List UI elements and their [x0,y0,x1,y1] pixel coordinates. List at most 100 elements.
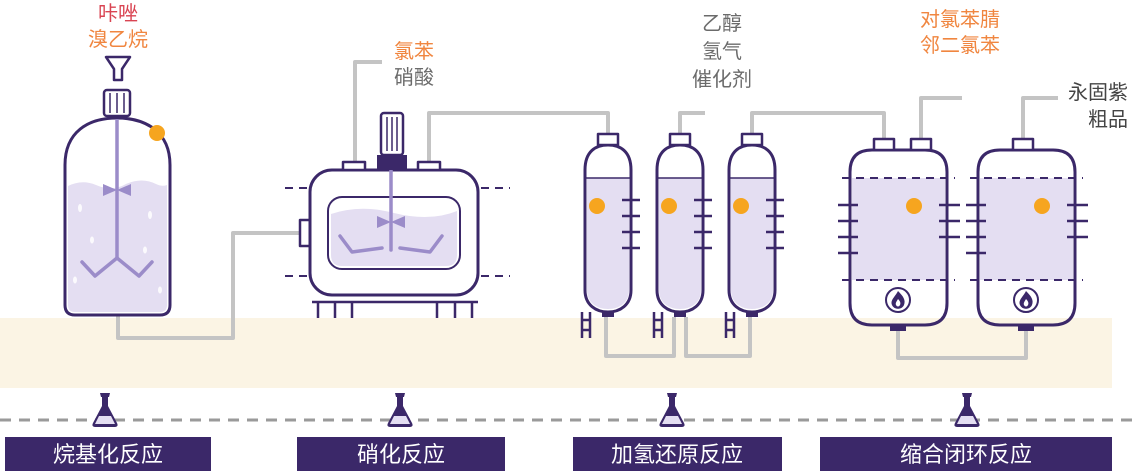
bottom-outlet [1018,325,1034,331]
nitration-inputs: 氯苯 硝酸 [394,39,434,89]
funnel-icon [104,55,132,82]
stirrer-blade [377,216,405,228]
stage-bar [573,437,782,471]
stage-reduction: 加氢还原反应 [573,437,782,471]
bubble [90,236,94,244]
hydrogenation-column-1 [580,132,640,338]
pipes [116,60,1058,360]
stage-bar [297,437,505,471]
cooling-fins [694,198,712,250]
nozzle [872,137,896,152]
nitration-reactor [285,111,510,318]
ladder [580,312,592,338]
stage-nitration: 硝化反应 [297,437,505,471]
cooling-fins [766,198,784,250]
stage-label: 硝化反应 [357,443,445,468]
flame-core [895,299,901,307]
pipe-condenser-a-to-b [896,331,1028,360]
motor-stripes [386,117,398,151]
pipe-column1-to-column2 [604,317,676,358]
pipe-condensation-feed [919,96,962,139]
ladder [724,312,736,338]
column-liquid [587,178,629,309]
bottom-outlet [674,312,686,317]
nozzle [740,132,764,147]
stirrer-blade [103,184,131,196]
cooling-fins [622,198,640,250]
sensor-dot [906,198,922,214]
nozzle [416,160,442,172]
vessel-liquid [852,178,945,280]
ground-band [0,318,1112,388]
sensor-dot [733,198,749,214]
flask-icon [387,393,413,427]
bubble [148,211,152,219]
output-product-grade: 粗品 [1088,107,1128,131]
stage-condensation: 缩合闭环反应 [820,437,1112,471]
input-chlorobenzonitrile: 对氯苯腈 [920,7,1000,31]
bottom-outlet [602,312,614,317]
column-liquid [731,178,773,309]
alkylation-inputs: 咔唑 溴乙烷 [88,1,148,51]
reactor-body [63,116,172,317]
fins-left [966,203,986,255]
bubble [158,286,162,294]
stage-bar [5,437,211,471]
flask-icon [954,393,980,427]
flame-core [1023,299,1029,307]
bubble [73,276,77,284]
nozzle [668,132,692,147]
hydrogenation-column-3 [724,132,784,338]
pipe-reduction-feed [678,111,705,134]
fins-right [1067,203,1088,239]
anchor-stirrer [80,256,154,278]
alkylation-reactor [63,55,172,317]
flask-icon [659,393,685,427]
input-nitric-acid: 硝酸 [394,65,434,89]
vessel-liquid [980,178,1073,280]
pipe-column2-to-column3 [684,317,752,358]
input-bromoethane: 溴乙烷 [88,27,148,51]
pipe-alkylation-to-nitration [116,231,300,340]
anchor-stirrer [338,234,444,254]
reactor-liquid [331,208,457,266]
bubble [143,246,147,254]
bottom-outlet [746,312,758,317]
stage-bar [820,437,1112,471]
ladder [652,312,664,338]
condensation-vessel-a [838,137,960,331]
flask-icon [92,393,118,427]
reduction-inputs: 乙醇 氢气 催化剂 [692,11,752,91]
condensation-inputs: 对氯苯腈 邻二氯苯 [920,7,1000,57]
hydrogenation-column-2 [652,132,712,338]
output-product-name: 永固紫 [1068,80,1128,104]
motor-base [108,115,126,119]
input-catalyst: 催化剂 [692,67,752,91]
sensor-dot [1034,198,1050,214]
sensor-dot [661,198,677,214]
input-dichlorobenzene: 邻二氯苯 [920,33,1000,57]
bottom-outlet [890,325,906,331]
stage-label: 缩合闭环反应 [900,443,1032,468]
stage-label: 烷基化反应 [53,443,163,468]
fins-right [939,203,960,239]
vessel-body [976,148,1077,327]
pipe-reduction-to-condensation [750,111,886,139]
input-hydrogen: 氢气 [702,39,742,63]
input-chlorobenzene: 氯苯 [394,39,434,63]
sensor-dot [149,125,165,141]
motor-base [377,155,407,170]
nozzle [909,137,933,152]
condensation-vessel-b [966,137,1088,331]
column-liquid [659,178,701,309]
input-carbazole: 咔唑 [98,1,138,25]
sensor-dot [589,198,605,214]
nozzle [596,132,620,147]
pipe-nitration-to-reduction [427,111,610,162]
pipe-chlorobenzene-feed [353,60,382,162]
product-output: 永固紫 粗品 [1068,80,1128,131]
stage-label: 加氢还原反应 [611,443,743,468]
bubble [78,204,82,212]
nozzle [341,160,367,172]
